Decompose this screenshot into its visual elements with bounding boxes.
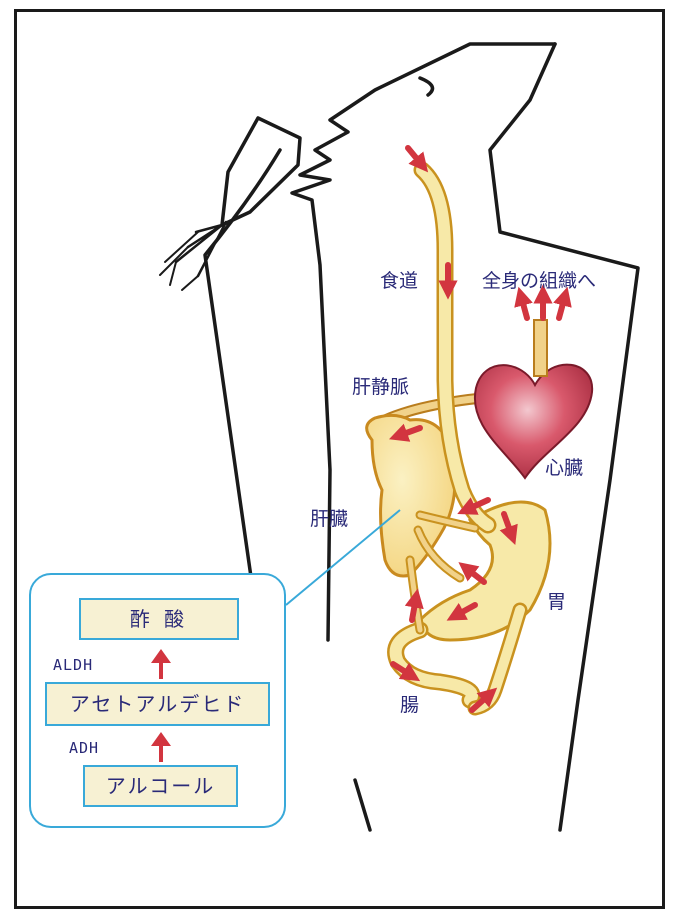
label-heart: 心臓 <box>545 459 583 478</box>
metabolism-inset: 酢 酸 ALDH アセトアルデヒド ADH アルコール <box>29 573 286 828</box>
label-hepatic-vein: 肝静脈 <box>352 378 409 397</box>
label-to-tissues: 全身の組織へ <box>482 272 596 291</box>
arrow-alcohol-to-acetaldehyde <box>151 732 171 762</box>
arrow-to-tissues-right <box>559 296 565 318</box>
glass <box>160 118 300 290</box>
label-stomach: 胃 <box>547 593 566 612</box>
arrow-to-tissues-left <box>521 296 527 318</box>
arrow-intestine-1 <box>412 598 416 620</box>
arrow-stomach-3 <box>466 568 484 582</box>
label-liver: 肝臓 <box>310 510 348 529</box>
pathway-arrows <box>29 573 286 828</box>
aorta <box>534 320 547 376</box>
label-intestine: 腸 <box>400 696 419 715</box>
arrow-acetaldehyde-to-acetic <box>151 649 171 679</box>
arrow-mouth-esophagus <box>408 148 422 165</box>
label-esophagus: 食道 <box>380 272 418 291</box>
